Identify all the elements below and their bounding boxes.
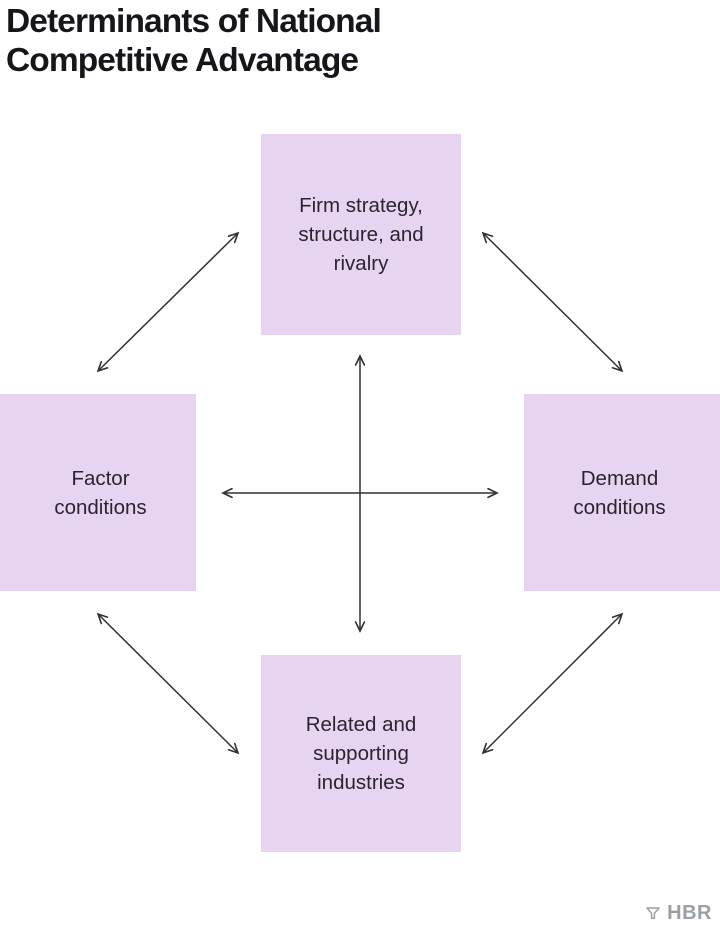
node-demand-conditions-label: Demand conditions [573,466,666,519]
hbr-logo: HBR [644,903,712,923]
connector-bottom-right-diagonal [483,614,622,753]
node-factor-conditions-label: Factor conditions [54,466,147,519]
page-title: Determinants of National Competitive Adv… [6,3,382,79]
node-firm-strategy-label: Firm strategy, structure, and rivalry [298,194,424,275]
hbr-funnel-icon [646,907,660,919]
connector-top-left-diagonal [98,233,238,371]
node-demand-conditions: Demand conditions [524,394,720,591]
connector-top-right-diagonal [483,233,622,371]
node-factor-conditions: Factor conditions [0,394,196,591]
node-related-supporting-industries-label: Related and supporting industries [305,713,417,794]
hbr-wordmark: HBR [667,902,712,924]
node-firm-strategy: Firm strategy, structure, and rivalry [261,134,461,335]
connector-bottom-left-diagonal [98,614,238,753]
node-related-supporting-industries: Related and supporting industries [261,655,461,852]
